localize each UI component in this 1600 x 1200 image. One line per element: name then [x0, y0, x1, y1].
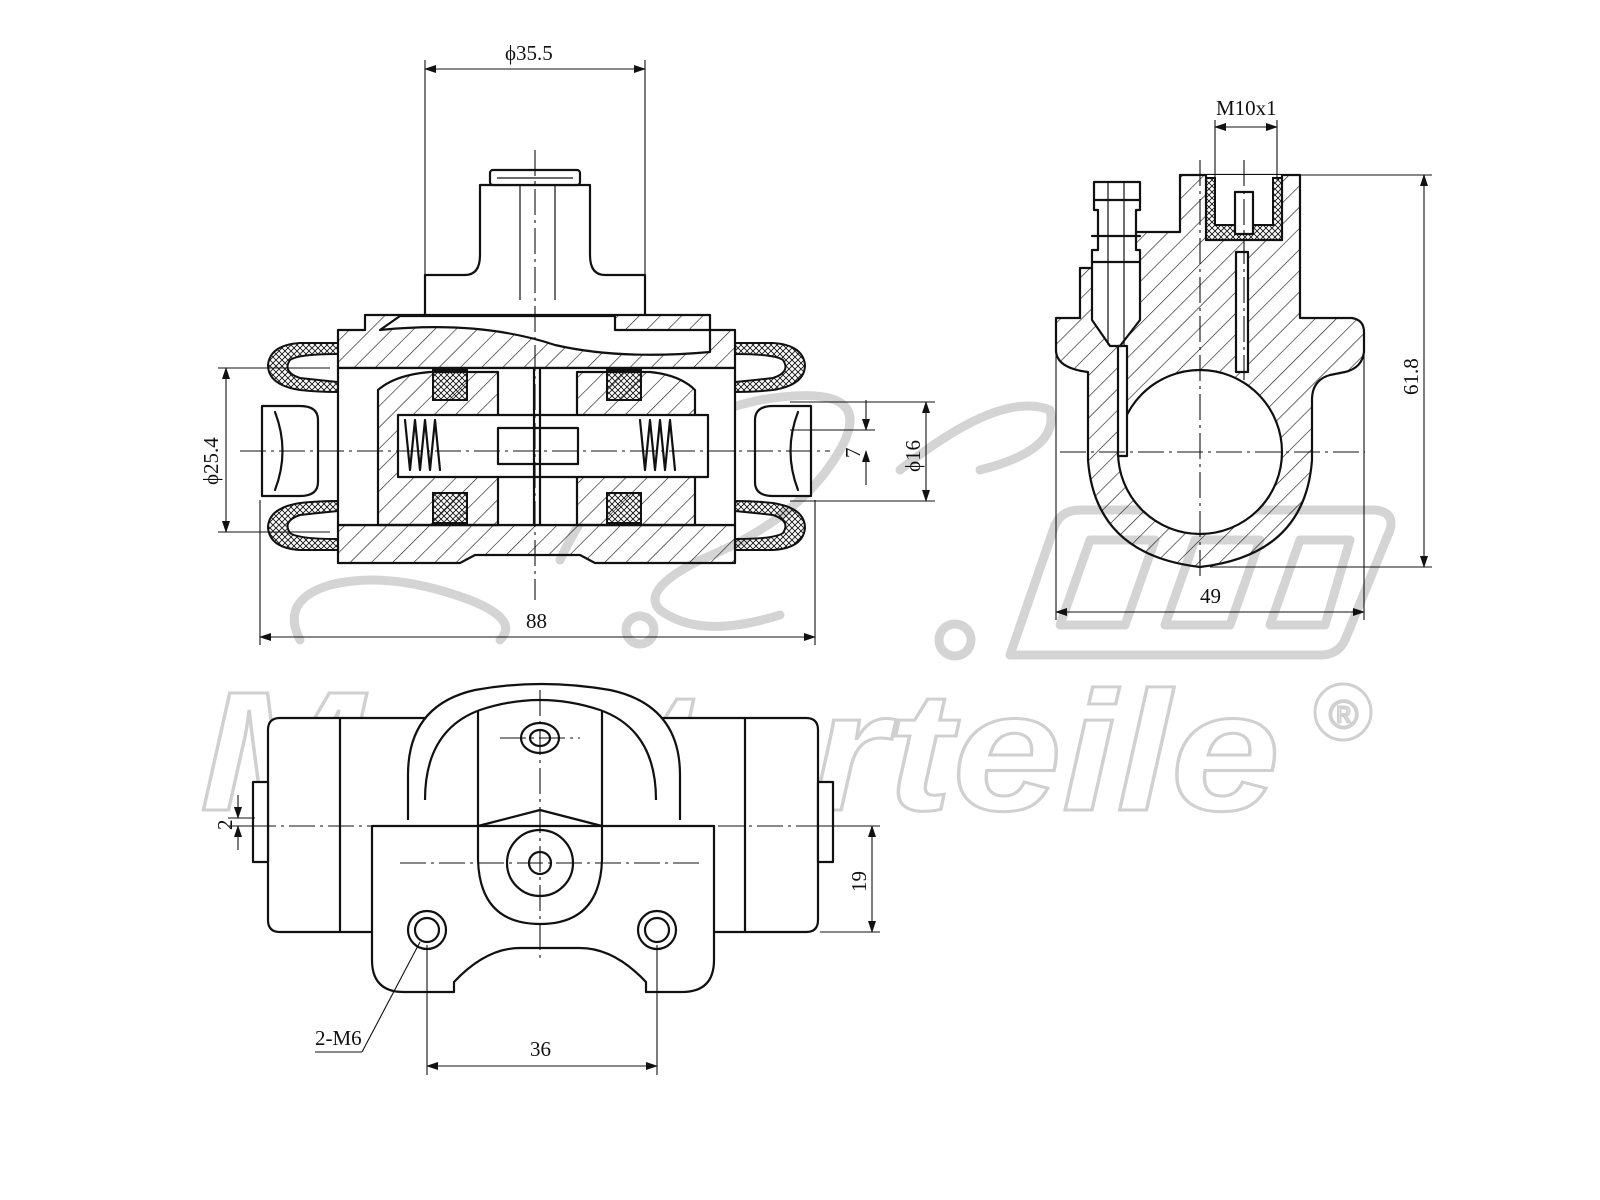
dim-hole-spacing: 36 — [530, 1037, 551, 1061]
dim-side-width: 49 — [1200, 584, 1221, 608]
dim-inner-diameter: ϕ16 — [901, 440, 925, 472]
front-section-view — [240, 150, 830, 600]
dim-inner-offset: 7 — [841, 448, 865, 459]
bottom-plan-view — [250, 682, 840, 994]
dim-left-diameter: ϕ25.4 — [199, 437, 223, 485]
dim-side-height: 61.8 — [1399, 358, 1423, 395]
dim-thread: M10x1 — [1216, 96, 1277, 120]
dim-overall-length: 88 — [526, 609, 547, 633]
dim-top-diameter: ϕ35.5 — [505, 41, 553, 65]
dim-mount-height: 19 — [847, 871, 871, 892]
watermark-registered-mark: ® — [1328, 693, 1358, 737]
dim-offset: 2 — [213, 820, 237, 831]
dimensions-bottom: 2 19 36 2-M6 — [213, 795, 880, 1075]
dim-bolt-holes: 2-M6 — [315, 1026, 362, 1050]
dimensions-front: ϕ35.5 ϕ25.4 88 ϕ16 7 — [199, 41, 935, 645]
side-section-view — [1054, 160, 1366, 580]
dimensions-side: M10x1 61.8 49 — [1055, 96, 1432, 620]
